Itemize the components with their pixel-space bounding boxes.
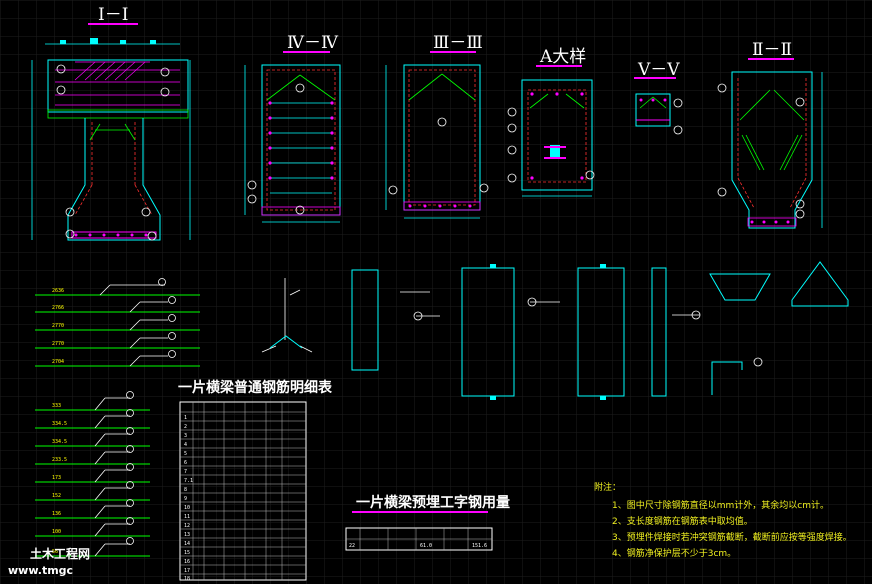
section-2-drawing: Ⅱ－Ⅱ — [717, 40, 823, 229]
section-3-title: Ⅲ－Ⅲ — [433, 33, 483, 53]
steel-cell: 151.6 — [472, 543, 487, 549]
rebar-row-no: 11 — [184, 514, 190, 520]
section-3-drawing: Ⅲ－Ⅲ — [385, 33, 489, 219]
watermark-line1: 土木工程网 — [30, 546, 90, 561]
rebar-row-no: 15 — [184, 550, 190, 556]
section-5-title: Ⅴ－Ⅴ — [637, 60, 680, 80]
rebar-row-no: 2 — [184, 424, 187, 430]
bar2-label-3: 334.5 — [52, 439, 67, 445]
rebar-row-no: 10 — [184, 505, 190, 511]
steel-cell: 22 — [349, 543, 355, 549]
rebar-table-title: 一片横梁普通钢筋明细表 — [178, 379, 333, 396]
note-item-3: 3、预埋件焊接时若冲突钢筋截断，截断前应按等强度焊接。 — [612, 531, 852, 543]
section-4-title: Ⅳ－Ⅳ — [287, 33, 339, 53]
watermark: 土木工程网 www.tmgc — [8, 546, 90, 577]
bar-shapes — [261, 261, 849, 400]
detail-a-title: A大样 — [539, 47, 586, 67]
rebar-row-no: 7 — [184, 469, 187, 475]
note-item-1: 1、图中尺寸除钢筋直径以mm计外，其余均以cm计。 — [612, 499, 829, 511]
bar2-label-5: 173 — [52, 475, 61, 481]
rebar-row-no: 4 — [184, 442, 187, 448]
rebar-row-no: 17 — [184, 568, 190, 574]
rebar-row-no: 16 — [184, 559, 190, 565]
note-item-2: 2、支长度钢筋在钢筋表中取均值。 — [612, 515, 753, 527]
section-4-drawing: Ⅳ－Ⅳ — [244, 33, 341, 223]
rebar-row-no: 3 — [184, 433, 187, 439]
bar-label-5: 2704 — [52, 359, 64, 365]
rebar-row-no: 7.1 — [184, 478, 193, 484]
rebar-row-no: 13 — [184, 532, 190, 538]
rebar-row-no: 14 — [184, 541, 190, 547]
rebar-row-no: 12 — [184, 523, 190, 529]
section-5-drawing: Ⅴ－Ⅴ — [634, 60, 683, 135]
bar2-label-8: 100 — [52, 529, 61, 535]
bar2-label-6: 152 — [52, 493, 61, 499]
rebar-row-no: 18 — [184, 576, 190, 582]
rebar-row-no: 8 — [184, 487, 187, 493]
bar-schedule-lower: 333 334.5 334.5 233.5 173 152 136 100 56 — [35, 391, 150, 557]
bar2-label-4: 233.5 — [52, 457, 67, 463]
bar-label-2: 2766 — [52, 305, 64, 311]
section-1-title: Ⅰ－Ⅰ — [98, 5, 128, 25]
bar-label-4: 2770 — [52, 341, 64, 347]
bar2-label-1: 333 — [52, 403, 61, 409]
rebar-table: 一片横梁普通钢筋明细表 1 2 3 4 5 6 7 7.1 8 9 10 11 … — [178, 379, 333, 582]
note-item-4: 4、钢筋净保护层不少于3cm。 — [612, 547, 736, 559]
rebar-row-no: 9 — [184, 496, 187, 502]
bar2-label-9: 56 — [52, 549, 58, 555]
section-2-title: Ⅱ－Ⅱ — [752, 40, 792, 60]
bar2-label-2: 334.5 — [52, 421, 67, 427]
steel-table-title: 一片横梁预埋工字钢用量 — [356, 494, 510, 511]
bar2-label-7: 136 — [52, 511, 61, 517]
steel-cell: 61.0 — [420, 543, 432, 549]
notes-heading: 附注： — [594, 481, 621, 493]
rebar-row-no: 5 — [184, 451, 187, 457]
watermark-line2: www.tmgc — [8, 564, 73, 577]
notes-block: 附注： 1、图中尺寸除钢筋直径以mm计外，其余均以cm计。 2、支长度钢筋在钢筋… — [594, 481, 852, 559]
bar-schedule-upper: 2636 2766 2770 2770 2704 — [35, 278, 200, 367]
rebar-row-no: 6 — [184, 460, 187, 466]
bar-label-3: 2770 — [52, 323, 64, 329]
bar-label-1: 2636 — [52, 288, 64, 294]
rebar-row-no: 1 — [184, 415, 187, 421]
section-1-drawing: Ⅰ－Ⅰ — [31, 5, 191, 241]
steel-table: 一片横梁预埋工字钢用量 22 61.0 151.6 — [345, 494, 510, 551]
detail-a-drawing: A大样 — [507, 47, 595, 197]
